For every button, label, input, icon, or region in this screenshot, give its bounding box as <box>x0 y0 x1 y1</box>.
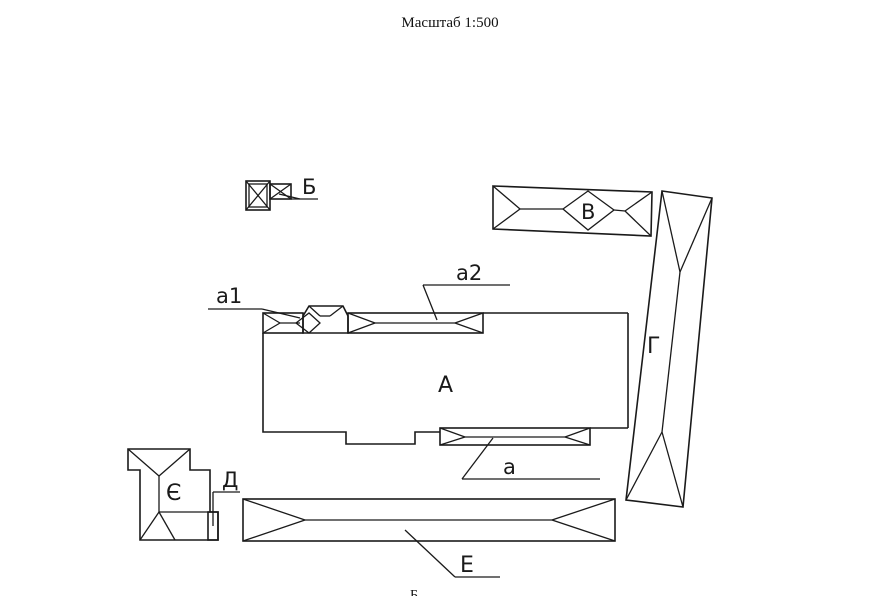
extension-a: а <box>439 427 600 480</box>
building-v: В <box>492 185 653 237</box>
extension-a1: а1 <box>208 284 349 334</box>
footer-text: Б... <box>410 588 429 596</box>
building-g: Г <box>625 190 713 508</box>
label-v: В <box>581 200 595 224</box>
label-a: А <box>438 373 453 398</box>
building-ye: Є <box>127 448 219 541</box>
label-a-ext: а <box>503 455 516 479</box>
building-a: А <box>262 312 629 445</box>
label-g: Г <box>647 334 660 359</box>
label-e: Е <box>460 553 474 578</box>
label-b: Б <box>302 175 316 199</box>
label-d: Д <box>222 468 238 492</box>
building-d: Д <box>207 468 240 541</box>
label-ye: Є <box>166 481 181 506</box>
building-e: Е <box>242 498 616 578</box>
extension-a2: а2 <box>347 261 510 334</box>
label-a1: а1 <box>216 284 242 308</box>
scale-title: Масштаб 1:500 <box>401 15 498 31</box>
label-a2: а2 <box>456 261 482 285</box>
building-b: Б <box>245 175 318 211</box>
